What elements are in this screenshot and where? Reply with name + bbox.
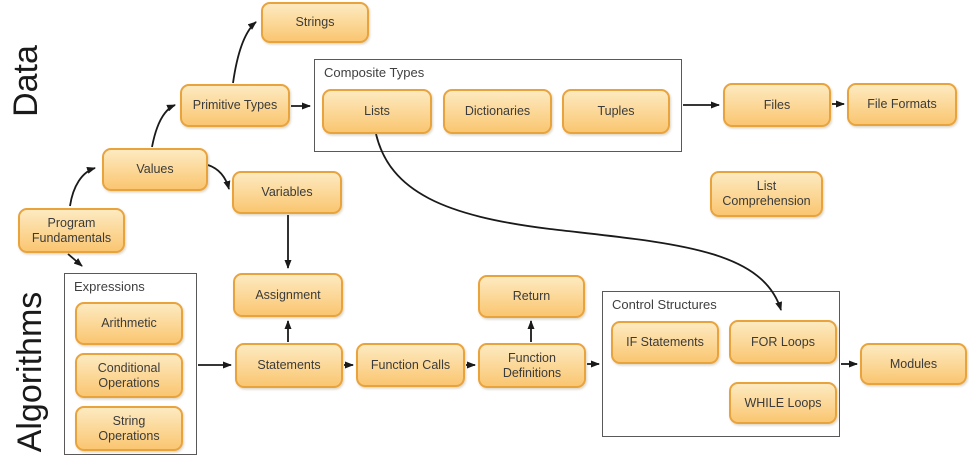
node-for-loops: FOR Loops [729,320,837,364]
group-control-structures-label: Control Structures [612,297,717,312]
node-file-formats-label: File Formats [867,97,937,112]
section-label-data: Data [7,45,45,117]
node-values-label: Values [136,162,174,177]
group-composite-types-label: Composite Types [324,65,425,80]
node-variables-label: Variables [261,185,313,200]
arrow-primitive_types-to-strings [232,21,257,84]
node-string-operations: String Operations [75,406,183,451]
node-dictionaries-label: Dictionaries [464,104,531,119]
node-return-label: Return [512,289,551,304]
node-arithmetic: Arithmetic [75,302,183,345]
group-expressions-label: Expressions [74,279,145,294]
node-assignment: Assignment [233,273,343,317]
node-function-definitions-label: Function Definitions [502,350,562,380]
node-tuples: Tuples [562,89,670,134]
node-string-operations-label: String Operations [98,413,160,443]
node-conditional-operations-label: Conditional Operations [97,360,161,390]
node-program-fundamentals-label: Program Fundamentals [31,215,112,245]
node-if-statements-label: IF Statements [626,335,704,350]
node-statements-label: Statements [257,358,321,373]
node-dictionaries: Dictionaries [443,89,552,134]
node-lists: Lists [322,89,432,134]
node-modules: Modules [860,343,967,385]
node-variables: Variables [232,171,342,214]
node-for-loops-label: FOR Loops [751,334,815,349]
section-label-algorithms: Algorithms [11,291,49,453]
node-primitive-types-label: Primitive Types [192,98,278,113]
node-file-formats: File Formats [847,83,957,126]
node-primitive-types: Primitive Types [180,84,290,127]
node-while-loops-label: WHILE Loops [744,395,822,410]
node-function-definitions: Function Definitions [478,343,586,388]
arrow-values-to-primitive_types [151,104,176,148]
arrow-program_fundamentals-to-expressions [67,253,83,267]
node-values: Values [102,148,208,191]
node-return: Return [478,275,585,318]
node-lists-label: Lists [364,104,390,119]
node-program-fundamentals: Program Fundamentals [18,208,125,253]
node-function-calls: Function Calls [356,343,465,387]
node-strings: Strings [261,2,369,43]
node-function-calls-label: Function Calls [370,357,451,372]
node-files: Files [723,83,831,127]
node-list-comprehension-label: List Comprehension [722,179,811,208]
node-if-statements: IF Statements [611,321,719,364]
arrow-values-to-variables [207,164,231,190]
node-strings-label: Strings [295,15,335,30]
node-modules-label: Modules [889,356,938,371]
node-files-label: Files [763,97,791,112]
arrow-program_fundamentals-to-values [69,167,96,207]
node-statements: Statements [235,343,343,388]
node-tuples-label: Tuples [597,104,635,119]
node-arithmetic-label: Arithmetic [101,316,157,331]
node-assignment-label: Assignment [255,287,321,302]
node-conditional-operations: Conditional Operations [75,353,183,398]
node-while-loops: WHILE Loops [729,382,837,424]
node-list-comprehension: List Comprehension [710,171,823,217]
